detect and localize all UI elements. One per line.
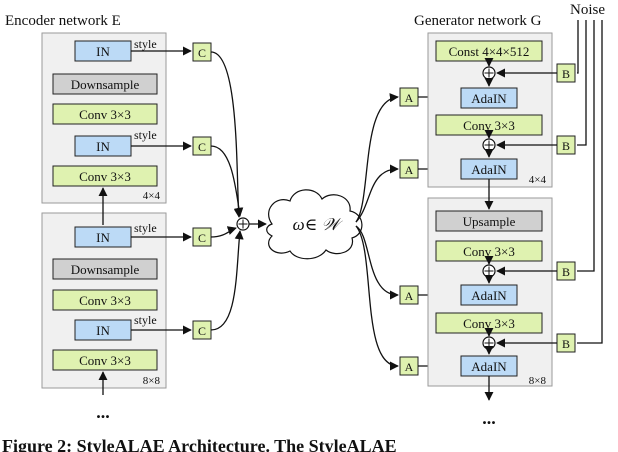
generator-conv-label-1: Conv 3×3 [463, 118, 515, 133]
noise-line-2 [577, 20, 587, 146]
encoder-style-label-1: style [134, 37, 157, 51]
encoder-downsample-label-1: Downsample [71, 77, 140, 92]
adain-label-4: AdaIN [471, 359, 507, 374]
c-to-sum-curve-3 [210, 226, 237, 238]
c-label-3: C [198, 231, 206, 245]
c-label-2: C [198, 140, 206, 154]
c-to-sum-curve-1 [210, 51, 243, 218]
b-label-4: B [562, 337, 570, 351]
a-label-3: A [405, 289, 414, 303]
b-label-1: B [562, 67, 570, 81]
latent-label: ω∈ 𝒲 [293, 215, 344, 234]
const-label: Const 4×4×512 [449, 44, 530, 59]
encoder-in-label-3: IN [96, 230, 110, 245]
c-label-1: C [198, 46, 206, 60]
generator-ellipsis: ... [482, 408, 496, 428]
latent-to-a-curve-2 [355, 164, 399, 223]
encoder-downsample-block-1 [52, 73, 158, 95]
encoder-conv-label-2: Conv 3×3 [79, 169, 131, 184]
c-to-sum-curve-2 [210, 145, 244, 217]
encoder-title: Encoder network E [5, 13, 121, 29]
upsample-block [435, 210, 543, 232]
generator-title: Generator network G [414, 13, 542, 29]
noise-line-1 [577, 20, 579, 74]
encoder-style-label-4: style [134, 313, 157, 327]
noise-line-4 [577, 20, 603, 344]
figure-caption: Figure 2: StyleALAE Architecture. The St… [2, 436, 397, 452]
a-label-2: A [405, 163, 414, 177]
encoder-in-label-4: IN [96, 323, 110, 338]
adain-block-1 [460, 87, 518, 109]
encoder-ellipsis: ... [96, 402, 110, 422]
generator-res-label-8x8: 8×8 [529, 375, 547, 387]
upsample-label: Upsample [463, 214, 516, 229]
encoder-conv-block-2 [52, 165, 158, 187]
encoder-conv-label-4: Conv 3×3 [79, 353, 131, 368]
adain-label-3: AdaIN [471, 288, 507, 303]
b-label-3: B [562, 265, 570, 279]
encoder-in-label-2: IN [96, 139, 110, 154]
encoder-conv-block-4 [52, 349, 158, 371]
encoder-in-label-1: IN [96, 44, 110, 59]
b-label-2: B [562, 139, 570, 153]
generator-res-label-4x4: 4×4 [529, 174, 547, 186]
latent-to-a-curve-3 [355, 225, 399, 300]
c-label-4: C [198, 324, 206, 338]
latent-cloud [266, 189, 363, 260]
encoder-conv-label-3: Conv 3×3 [79, 293, 131, 308]
encoder-style-label-2: style [134, 128, 157, 142]
encoder-downsample-block-2 [52, 258, 158, 280]
encoder-res-label-4x4: 4×4 [143, 190, 161, 202]
latent-to-a-curve-4 [355, 225, 399, 371]
a-label-4: A [405, 360, 414, 374]
noise-line-3 [577, 20, 595, 272]
adain-label-1: AdaIN [471, 91, 507, 106]
encoder-conv-label-1: Conv 3×3 [79, 107, 131, 122]
encoder-downsample-label-2: Downsample [71, 262, 140, 277]
adain-label-2: AdaIN [471, 162, 507, 177]
a-label-1: A [405, 91, 414, 105]
latent-to-a-curve-1 [355, 93, 399, 223]
encoder-conv-block-1 [52, 103, 158, 125]
encoder-res-label-8x8: 8×8 [143, 375, 161, 387]
encoder-conv-block-3 [52, 289, 158, 311]
encoder-style-label-3: style [134, 221, 157, 235]
c-to-sum-curve-4 [210, 230, 244, 331]
generator-conv-label-3: Conv 3×3 [463, 316, 515, 331]
generator-conv-label-2: Conv 3×3 [463, 244, 515, 259]
noise-label: Noise [570, 2, 605, 18]
adain-block-3 [460, 284, 518, 306]
